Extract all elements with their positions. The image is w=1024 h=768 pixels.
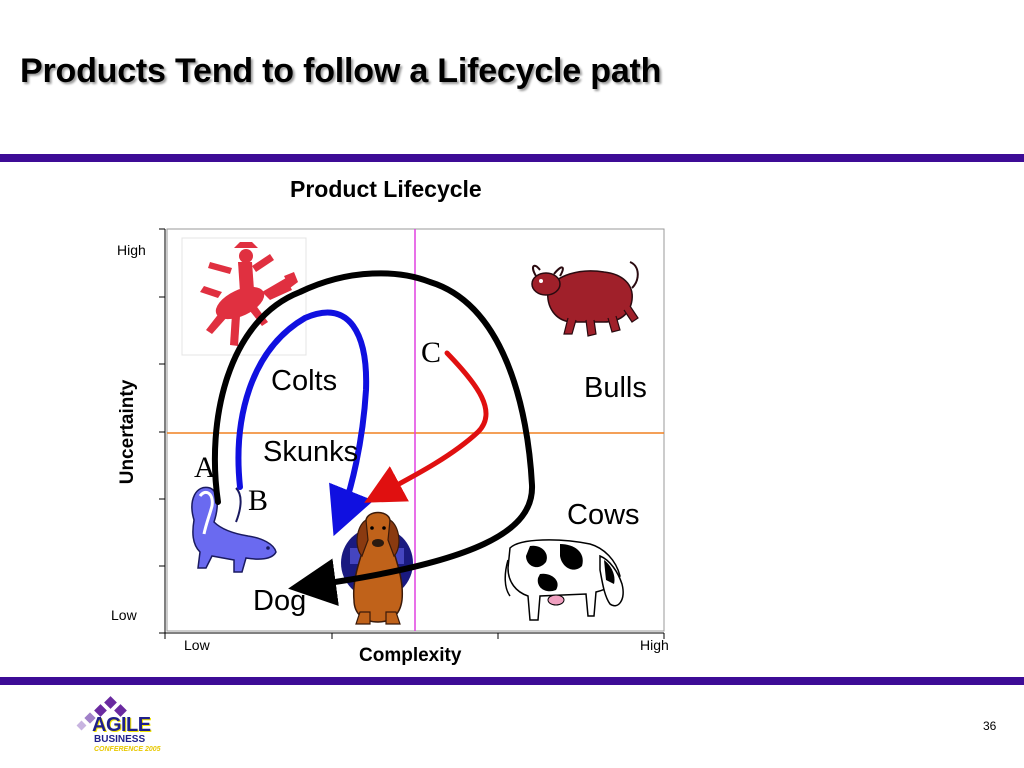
path-label-c: C: [421, 336, 442, 369]
logo-line-agile: AGILE: [92, 714, 151, 736]
quadrant-label-bulls: Bulls: [584, 372, 647, 404]
diagram-title: Product Lifecycle: [290, 176, 482, 202]
bottom-divider: [0, 677, 1024, 685]
y-axis-title: Uncertainty: [117, 379, 138, 485]
path-label-b: B: [248, 484, 269, 517]
skunk-icon: [191, 486, 277, 573]
agile-business-conference-logo: AGILE BUSINESS CONFERENCE 2005: [72, 694, 192, 758]
logo-line-business: BUSINESS: [94, 734, 146, 745]
path-c-arrow: [364, 350, 489, 503]
x-axis-title: Complexity: [359, 645, 462, 666]
y-axis-ticks: [159, 228, 165, 634]
top-divider: [0, 154, 1024, 162]
path-a-arrow: [211, 270, 536, 607]
quadrant-label-dog: Dog: [253, 585, 307, 617]
slide-title: Products Tend to follow a Lifecycle path: [20, 52, 662, 90]
y-axis-low-label: Low: [111, 607, 137, 623]
path-label-a: A: [194, 451, 216, 484]
x-axis-low-label: Low: [184, 637, 210, 653]
path-b-arrow: [235, 309, 374, 537]
diamond-cluster-icon: [76, 696, 127, 731]
quadrant-label-skunks: Skunks: [263, 436, 359, 468]
y-axis-high-label: High: [117, 242, 146, 258]
page-number: 36: [983, 719, 997, 733]
bull-icon: [531, 261, 639, 337]
dairy-cow-icon: [504, 539, 624, 621]
quadrant-label-colts: Colts: [271, 365, 338, 397]
x-axis-high-label: High: [640, 637, 669, 653]
x-axis-ticks: [164, 633, 665, 639]
quadrant-label-cows: Cows: [567, 499, 640, 531]
logo-line-conference: CONFERENCE 2005: [94, 746, 161, 753]
